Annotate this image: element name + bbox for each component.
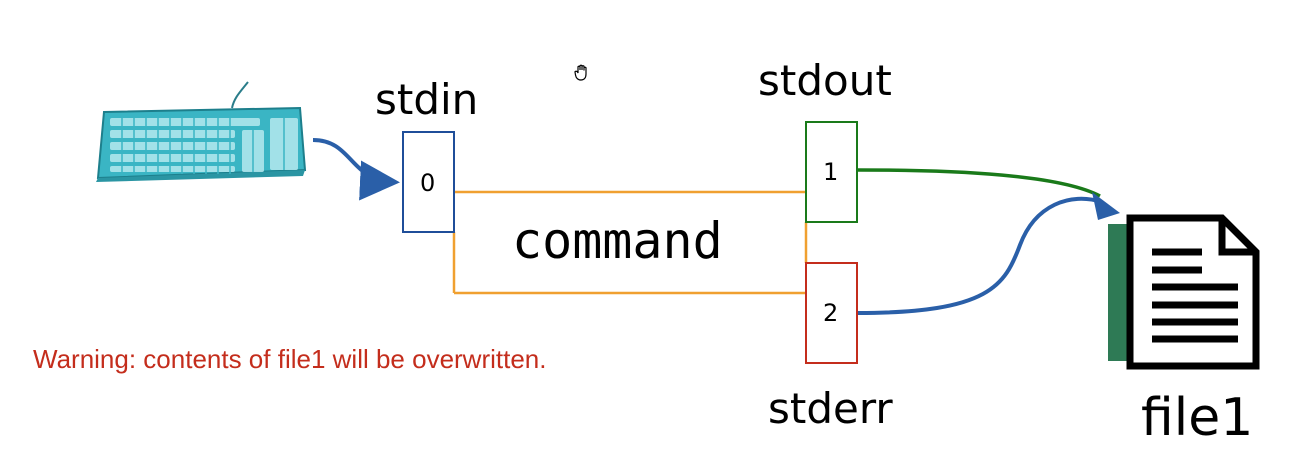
stderr-box: [805, 262, 858, 364]
file-arrowhead: [1092, 192, 1120, 220]
stderr-label: stderr: [768, 384, 893, 433]
fd-2-label: 2: [823, 299, 839, 327]
fd-1-label: 1: [823, 158, 839, 186]
fd-0-label: 0: [420, 169, 436, 197]
document-icon: [1108, 214, 1260, 370]
hand-cursor-icon: [574, 64, 587, 81]
stdin-arrow: [312, 138, 400, 201]
stdout-arrow: [857, 168, 1101, 198]
warning-message: Warning: contents of file1 will be overw…: [33, 344, 547, 374]
file-label: file1: [1141, 388, 1254, 448]
stdout-box: [805, 121, 858, 223]
command-label: command: [512, 212, 723, 270]
stdout-label: stdout: [758, 56, 892, 105]
stderr-arrow: [857, 196, 1103, 315]
command-lines: [452, 190, 808, 295]
stdin-box: [402, 131, 455, 233]
keyboard-icon: [96, 81, 307, 182]
stdin-label: stdin: [375, 75, 479, 124]
